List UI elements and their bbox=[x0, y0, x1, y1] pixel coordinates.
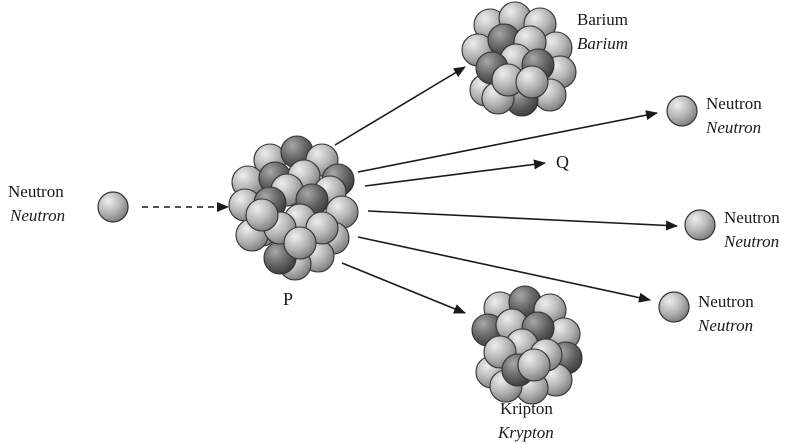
energy-q-label: Q bbox=[556, 152, 569, 172]
neutron-2-label-italic: Neutron bbox=[723, 232, 779, 251]
incoming-neutron-label-italic: Neutron bbox=[9, 206, 65, 225]
arrow-to-q bbox=[364, 159, 546, 187]
neutron-3-label: Neutron bbox=[698, 292, 754, 311]
incoming-neutron-label: Neutron bbox=[8, 182, 64, 201]
neutron-sphere bbox=[517, 348, 551, 382]
neutron-1-label: Neutron bbox=[706, 94, 762, 113]
neutron-sphere bbox=[245, 198, 279, 232]
barium-nucleus bbox=[461, 1, 577, 117]
neutron-3-label-italic: Neutron bbox=[697, 316, 753, 335]
arrow-to-neutron-1 bbox=[357, 110, 658, 173]
neutron-1-label-italic: Neutron bbox=[705, 118, 761, 137]
neutron-2 bbox=[684, 209, 716, 241]
barium-label-italic: Barium bbox=[577, 34, 628, 53]
arrow-to-krypton bbox=[341, 262, 466, 314]
krypton-nucleus bbox=[471, 285, 583, 405]
nucleus-p-label: P bbox=[283, 289, 293, 309]
uranium-nucleus bbox=[228, 135, 359, 281]
krypton-label: Kripton bbox=[500, 399, 553, 418]
arrow-to-barium bbox=[334, 66, 466, 146]
neutron-3 bbox=[658, 291, 690, 323]
barium-label: Barium bbox=[577, 10, 628, 29]
neutron-sphere bbox=[283, 226, 317, 260]
arrow-to-neutron-3 bbox=[357, 236, 651, 303]
neutron-sphere bbox=[515, 65, 549, 99]
incoming-neutron bbox=[97, 191, 129, 223]
krypton-label-italic: Krypton bbox=[497, 423, 554, 442]
neutron-1 bbox=[666, 95, 698, 127]
arrow-to-neutron-2 bbox=[367, 210, 678, 231]
neutron-2-label: Neutron bbox=[724, 208, 780, 227]
